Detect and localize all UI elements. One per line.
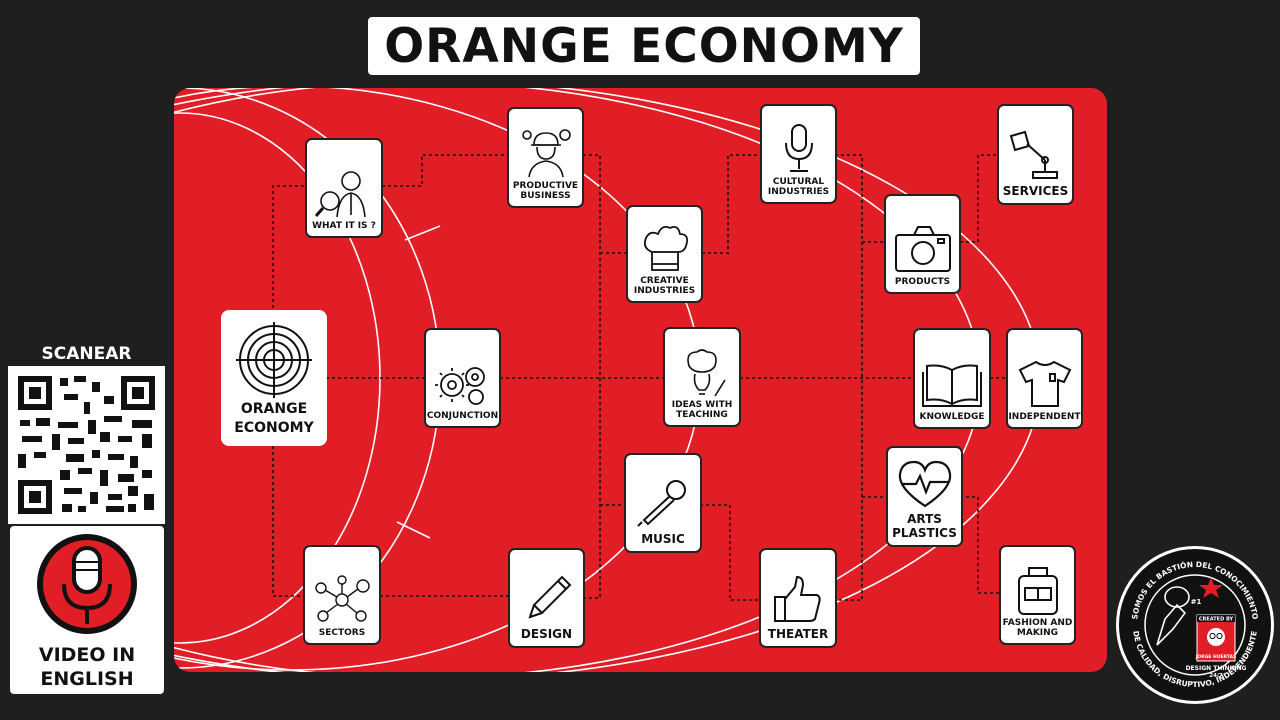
node-creative-industries[interactable]: CREATIVE INDUSTRIES: [626, 205, 703, 303]
video-label: VIDEO IN ENGLISH: [38, 644, 136, 690]
record-mic-icon: [37, 534, 137, 634]
node-conjunction[interactable]: CONJUNCTION: [424, 328, 501, 428]
target-icon: [236, 322, 312, 398]
tshirt-icon: [1018, 360, 1071, 407]
video-panel[interactable]: [10, 526, 164, 694]
badge-graphic: SOMOS EL BASTIÓN DEL CONOCIMIENTO DE CAL…: [1130, 560, 1260, 689]
node-music[interactable]: MUSIC: [624, 453, 702, 553]
node-fashion-and-making[interactable]: FASHION AND MAKING: [999, 545, 1076, 645]
node-what-it-is[interactable]: WHAT IT IS ?: [305, 138, 383, 238]
mic-stand-icon: [784, 124, 813, 172]
node-label: CREATIVE INDUSTRIES: [633, 276, 696, 296]
chef-hat-icon: [643, 225, 688, 271]
magnifier-person-icon: [314, 171, 366, 218]
heart-pulse-icon: [898, 460, 951, 508]
node-cultural-industries[interactable]: CULTURAL INDUSTRIES: [760, 104, 837, 204]
node-label: THEATER: [767, 627, 829, 641]
svg-text:SOMOS EL BASTIÓN DEL CONOCIMIE: SOMOS EL BASTIÓN DEL CONOCIMIENTO: [1130, 560, 1260, 620]
node-knowledge[interactable]: KNOWLEDGE: [913, 328, 991, 429]
node-label: KNOWLEDGE: [919, 412, 985, 422]
node-productive-business[interactable]: PRODUCTIVE BUSINESS: [507, 107, 584, 208]
svg-text:24/7: 24/7: [1209, 673, 1223, 679]
node-label: SECTORS: [318, 628, 366, 638]
node-independent[interactable]: INDEPENDENT: [1006, 328, 1083, 429]
node-label: DESIGN: [520, 627, 573, 641]
node-orange-economy[interactable]: ORANGE ECONOMY: [221, 310, 327, 446]
node-label: CONJUNCTION: [426, 411, 499, 421]
scan-label: SCANEAR: [41, 344, 132, 364]
node-label: WHAT IT IS ?: [312, 221, 376, 231]
thumbs-up-icon: [774, 575, 821, 622]
microphone-icon: [637, 480, 686, 527]
node-design[interactable]: DESIGN: [508, 548, 585, 648]
node-label: PRODUCTS: [894, 277, 951, 287]
page-title: ORANGE ECONOMY: [384, 18, 904, 74]
node-arts-plastics[interactable]: ARTS PLASTICS: [886, 446, 963, 547]
node-label: MUSIC: [641, 532, 685, 546]
svg-text:JORGE HUERTAS: JORGE HUERTAS: [1195, 654, 1237, 660]
svg-text:CREATED BY: CREATED BY: [1199, 617, 1234, 623]
pencil-icon: [527, 575, 571, 619]
node-ideas-with-teaching[interactable]: IDEAS WITH TEACHING: [663, 327, 741, 427]
node-label: CULTURAL INDUSTRIES: [767, 177, 830, 197]
node-label: ARTS PLASTICS: [892, 512, 957, 540]
backpack-icon: [1017, 567, 1058, 615]
title-banner: ORANGE ECONOMY: [368, 17, 920, 75]
node-label: FASHION AND MAKING: [1002, 618, 1073, 638]
worker-icon: [521, 129, 571, 178]
qr-pattern: [18, 376, 155, 514]
book-icon: [922, 364, 982, 407]
gears-icon: [434, 367, 485, 405]
node-label: ORANGE ECONOMY: [234, 401, 314, 436]
node-products[interactable]: PRODUCTS: [884, 194, 961, 294]
network-icon: [315, 575, 370, 622]
node-label: SERVICES: [1002, 184, 1069, 198]
desk-lamp-icon: [1009, 130, 1058, 179]
qr-code[interactable]: [8, 366, 165, 524]
node-services[interactable]: SERVICES: [997, 104, 1074, 205]
brain-bulb-icon: [687, 349, 726, 397]
node-label: PRODUCTIVE BUSINESS: [512, 181, 579, 201]
node-theater[interactable]: THEATER: [759, 548, 837, 648]
node-sectors[interactable]: SECTORS: [303, 545, 381, 645]
svg-text:DESIGN THINKING: DESIGN THINKING: [1186, 665, 1247, 672]
svg-text:#1: #1: [1191, 598, 1202, 606]
brand-badge: SOMOS EL BASTIÓN DEL CONOCIMIENTO DE CAL…: [1116, 546, 1274, 704]
node-label: IDEAS WITH TEACHING: [671, 400, 733, 420]
node-label: INDEPENDENT: [1008, 412, 1081, 422]
camera-icon: [894, 226, 951, 272]
